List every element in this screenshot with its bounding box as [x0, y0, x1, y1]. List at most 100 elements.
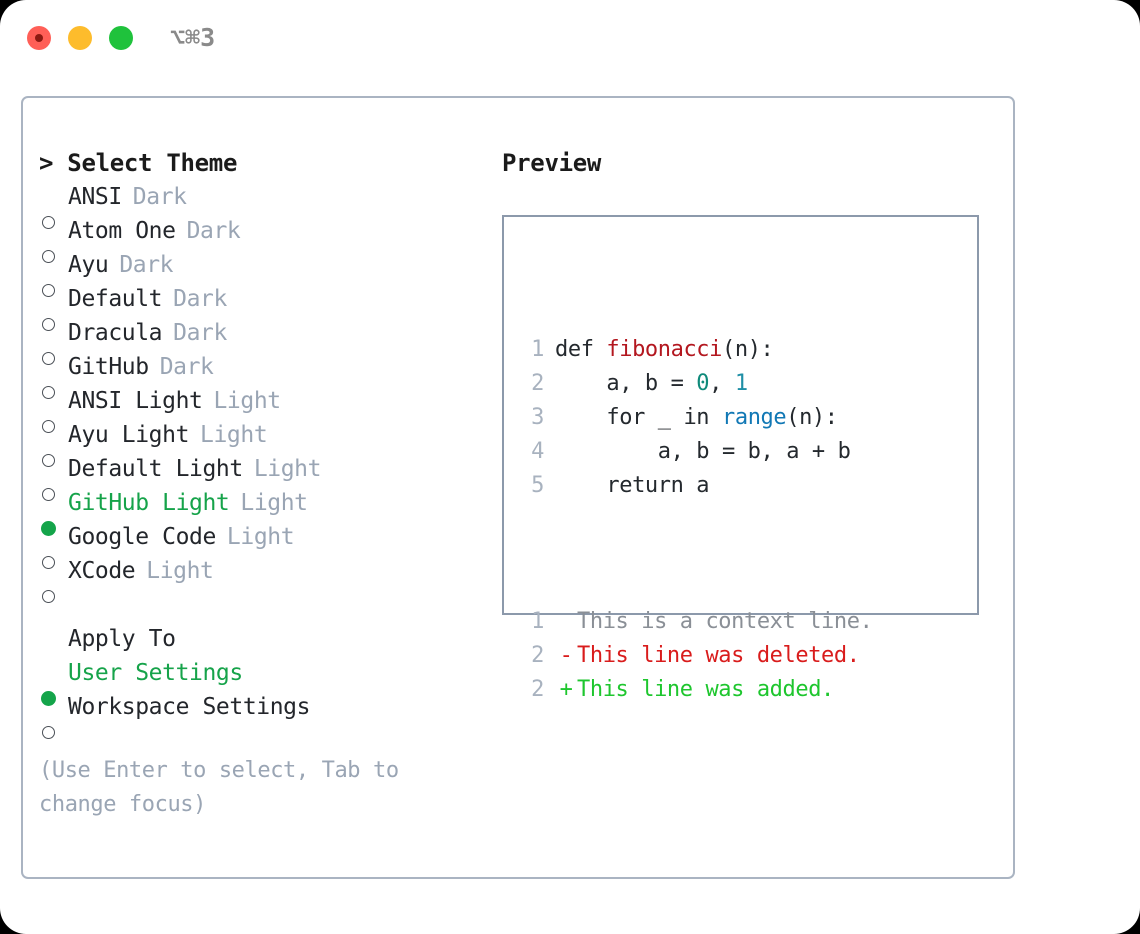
radio-filled-icon [41, 521, 56, 536]
apply-to-option[interactable]: Workspace Settings [39, 690, 499, 739]
theme-option[interactable]: Default Light Light [39, 452, 499, 501]
code-line: 5 return a [522, 469, 872, 503]
radio-empty-icon [42, 726, 55, 739]
code-line-number: 3 [531, 405, 544, 430]
theme-option-label: Default Light [68, 456, 243, 482]
theme-variant-tag: Light [200, 422, 268, 448]
diff-line-text: This line was deleted. [577, 643, 860, 668]
theme-variant-tag: Dark [119, 252, 174, 278]
preview-heading: Preview [502, 149, 602, 177]
code-line: 4 a, b = b, a + b [522, 435, 872, 469]
diff-marker-icon [555, 605, 577, 639]
radio-empty-icon [42, 352, 55, 365]
code-token: (n): [722, 337, 774, 362]
diff-line-content: This is a context line. [544, 605, 873, 639]
code-token: , [709, 371, 735, 396]
theme-variant-tag: Dark [159, 354, 214, 380]
theme-option-label: Default [68, 286, 163, 312]
theme-option-label: Dracula [68, 320, 163, 346]
code-line-text: return a [544, 469, 709, 503]
diff-line-content: -This line was deleted. [544, 639, 860, 673]
code-token: def [555, 337, 607, 362]
code-token: range [722, 405, 787, 430]
theme-option-label: ANSI Light [68, 388, 203, 414]
theme-option-label: Atom One [68, 218, 176, 244]
radio-empty-icon [42, 386, 55, 399]
apply-to-option-label: User Settings [68, 660, 243, 686]
theme-variant-tag: Dark [173, 286, 227, 312]
radio-empty-icon [42, 250, 55, 263]
theme-variant-tag: Light [240, 490, 308, 516]
radio-empty-icon [42, 590, 55, 603]
code-line-text: for _ in range(n): [544, 401, 838, 435]
code-line-number: 4 [531, 439, 544, 464]
window-controls [27, 26, 133, 50]
apply-to-option[interactable]: User Settings [39, 656, 499, 706]
diff-lines: 1 This is a context line.2-This line was… [522, 605, 873, 707]
code-token: 1 [734, 371, 748, 396]
theme-variant-tag: Light [253, 456, 322, 482]
minimize-window-icon[interactable] [68, 26, 92, 50]
radio-empty-icon [42, 284, 55, 297]
code-line-text: a, b = b, a + b [544, 435, 851, 469]
theme-option[interactable]: Atom One Dark [39, 214, 499, 263]
theme-variant-tag: Dark [186, 218, 241, 244]
code-token: 0 [696, 371, 710, 396]
theme-option-label: GitHub Light [68, 490, 230, 516]
radio-empty-icon [42, 454, 55, 467]
code-line-number: 5 [531, 473, 544, 498]
select-theme-heading: > Select Theme [39, 149, 238, 177]
close-window-icon[interactable] [27, 26, 51, 50]
diff-line-added: 2+This line was added. [522, 673, 872, 707]
keyboard-shortcut-label: ⌥⌘3 [170, 23, 216, 52]
diff-line-text: This line was added. [577, 677, 834, 702]
code-line-number: 2 [531, 371, 544, 396]
diff-line-number: 2 [531, 643, 544, 668]
code-line-text: a, b = 0, 1 [544, 367, 748, 401]
theme-option[interactable]: GitHub Light Light [39, 486, 499, 536]
theme-variant-tag: Dark [132, 184, 187, 210]
maximize-window-icon[interactable] [109, 26, 133, 50]
theme-option-label: XCode [68, 558, 136, 584]
apply-to-option-label: Workspace Settings [68, 694, 311, 720]
theme-option-label: ANSI [68, 184, 122, 210]
code-token: a, b = [555, 371, 697, 396]
diff-line-number: 1 [531, 609, 544, 634]
theme-variant-tag: Light [213, 388, 281, 414]
list-spacer [39, 588, 499, 622]
code-line: 2 a, b = 0, 1 [522, 367, 872, 401]
code-line-number: 1 [531, 337, 544, 362]
theme-option[interactable]: Default Dark [39, 282, 499, 331]
diff-marker-icon: - [559, 643, 573, 668]
diff-line-context: 1 This is a context line. [522, 605, 873, 639]
radio-filled-icon [41, 691, 56, 706]
code-token: for _ in [555, 405, 722, 430]
apply-to-heading-row: Apply To [39, 622, 499, 656]
code-token: (n): [786, 405, 838, 430]
radio-empty-icon [42, 420, 55, 433]
code-token: return a [555, 473, 710, 498]
theme-variant-tag: Light [226, 524, 295, 550]
diff-line-content: +This line was added. [544, 673, 835, 707]
code-token: a, b = b, a + b [555, 439, 851, 464]
theme-option[interactable]: ANSI Light Light [39, 384, 499, 433]
help-hint-text: (Use Enter to select, Tab to change focu… [39, 758, 399, 817]
radio-empty-icon [42, 488, 55, 501]
radio-empty-icon [42, 216, 55, 229]
theme-option[interactable]: ANSI Dark [39, 180, 499, 229]
